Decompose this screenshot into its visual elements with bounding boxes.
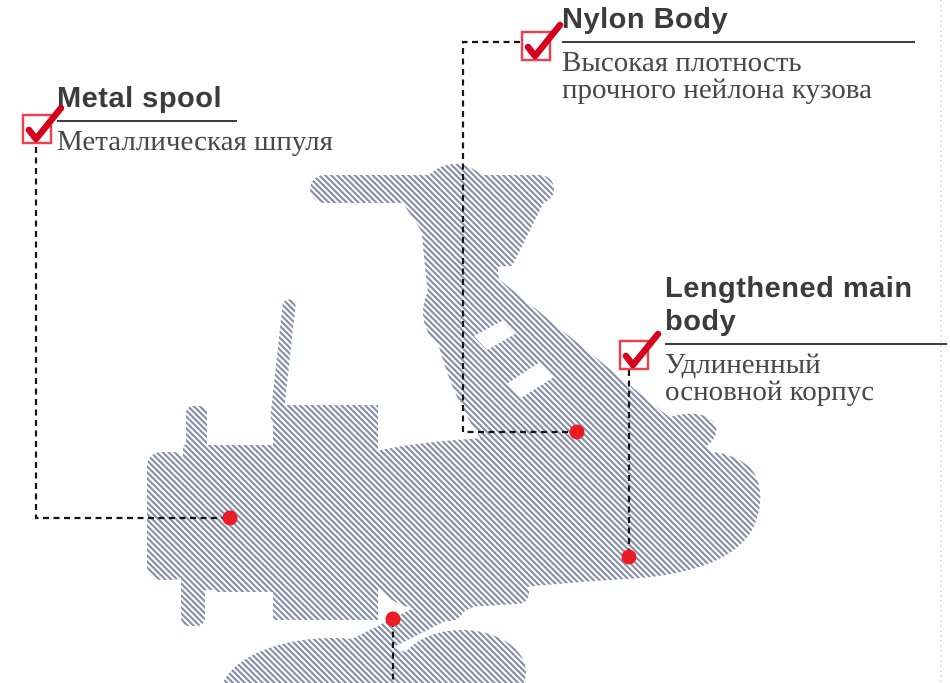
callout-dot-lengthened <box>621 549 637 565</box>
arm-hole-bottom <box>508 362 554 398</box>
callout-title: Nylon Body <box>562 3 729 35</box>
callout-title-line2: body <box>665 305 737 337</box>
callout-subtitle-line1: Высокая плотность <box>562 46 802 78</box>
callout-underline <box>57 120 237 122</box>
callout-subtitle-line2: прочного нейлона кузова <box>562 73 872 105</box>
callout-title-line1: Lengthened main <box>665 272 913 304</box>
reel-foot <box>398 630 526 683</box>
callout-subtitle-line1: Удлиненный <box>665 348 821 380</box>
callout-lengthened-main-body: Lengthened main body Удлиненный основной… <box>665 272 947 407</box>
checked-checkbox-icon <box>520 21 564 62</box>
reel-bail-rod <box>270 299 296 423</box>
callout-underline <box>665 343 947 345</box>
leader-line-metal-spool <box>34 147 228 520</box>
callout-title: Metal spool <box>57 82 223 114</box>
leader-line-nylon-body <box>461 40 574 434</box>
checked-checkbox-icon <box>21 104 65 145</box>
reel-main-body <box>354 437 761 611</box>
callout-underline <box>562 41 915 43</box>
callout-dot-nylon-body <box>569 424 585 440</box>
checked-checkbox-icon <box>618 330 662 371</box>
callout-dot-metal-spool <box>222 510 238 526</box>
callout-subtitle: Металлическая шпуля <box>57 125 333 157</box>
callout-nylon-body: Nylon Body Высокая плотность прочного не… <box>562 3 915 105</box>
callout-metal-spool: Metal spool Металлическая шпуля <box>57 82 333 157</box>
callout-dot-handle <box>385 611 401 627</box>
reel-handle-knob <box>222 638 442 683</box>
callout-subtitle-line2: основной корпус <box>665 375 875 407</box>
reel-rear-fin <box>635 413 717 478</box>
arm-hole-top <box>474 321 515 350</box>
reel-spool-cap <box>147 452 187 580</box>
